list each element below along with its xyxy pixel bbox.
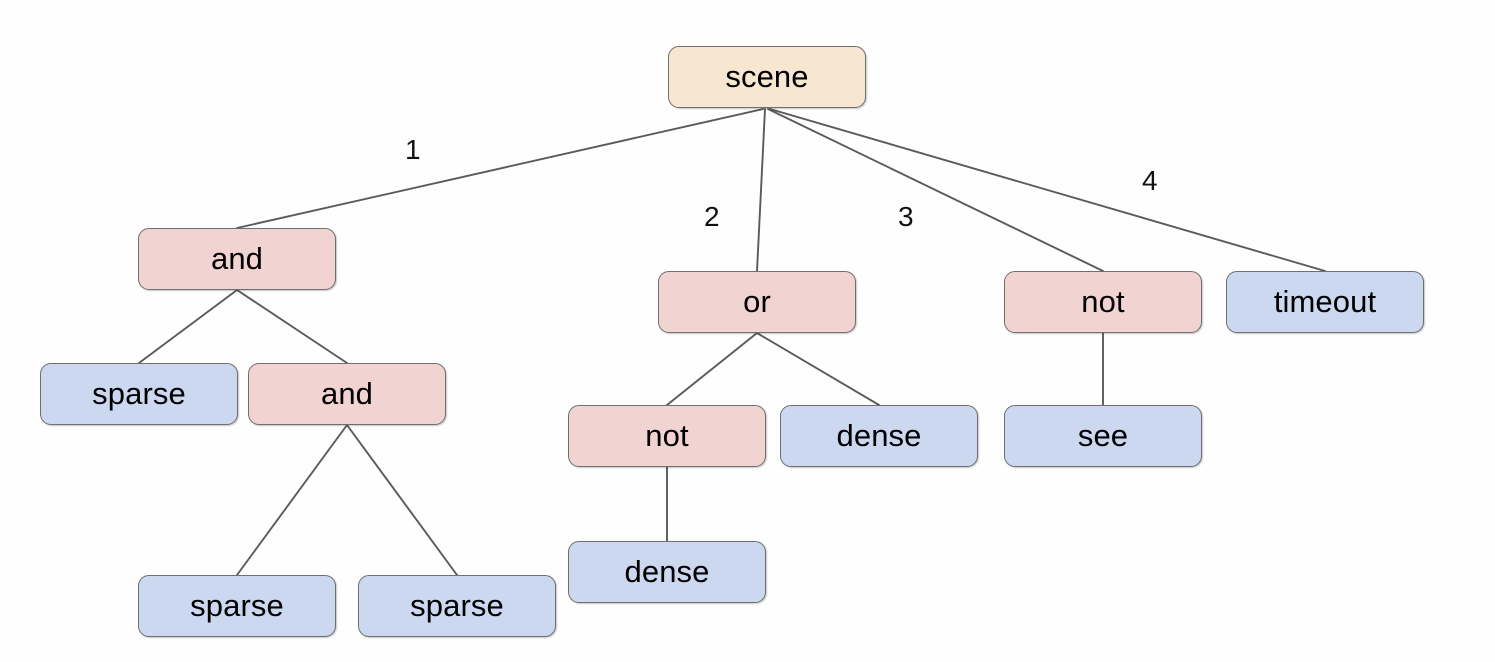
tree-node-label: not	[645, 417, 689, 453]
tree-node-sparse1[interactable]: sparse	[40, 363, 238, 425]
tree-node-label: dense	[836, 417, 922, 453]
tree-node-and2[interactable]: and	[248, 363, 446, 425]
tree-node-label: dense	[624, 553, 710, 589]
tree-node-label: and	[210, 240, 264, 276]
tree-node-not2[interactable]: not	[1004, 271, 1202, 333]
tree-node-label: and	[320, 375, 374, 411]
tree-edge	[236, 424, 348, 576]
tree-node-label: see	[1077, 417, 1129, 453]
tree-node-not1[interactable]: not	[568, 405, 766, 467]
tree-edge	[236, 289, 348, 364]
tree-edge	[767, 108, 1104, 272]
tree-edge	[236, 108, 764, 229]
tree-node-see1[interactable]: see	[1004, 405, 1202, 467]
edge-order-label: 1	[405, 134, 421, 165]
tree-node-and1[interactable]: and	[138, 228, 336, 290]
tree-edge	[346, 424, 458, 576]
tree-node-sparse3[interactable]: sparse	[358, 575, 556, 637]
tree-node-label: scene	[725, 58, 809, 94]
tree-edge	[756, 108, 766, 272]
tree-node-timeout1[interactable]: timeout	[1226, 271, 1424, 333]
tree-node-dense2[interactable]: dense	[568, 541, 766, 603]
tree-node-label: timeout	[1273, 283, 1377, 319]
tree-node-scene[interactable]: scene	[668, 46, 866, 108]
tree-edge	[666, 332, 758, 406]
tree-edge	[138, 289, 238, 364]
tree-node-label: sparse	[190, 587, 284, 623]
edge-order-label: 3	[898, 201, 914, 232]
tree-node-label: not	[1081, 283, 1125, 319]
tree-node-or1[interactable]: or	[658, 271, 856, 333]
tree-node-dense1[interactable]: dense	[780, 405, 978, 467]
edge-order-label: 4	[1142, 165, 1158, 196]
edge-order-label: 2	[704, 201, 720, 232]
tree-node-label: sparse	[410, 587, 504, 623]
tree-node-label: or	[743, 283, 771, 319]
tree-edge	[769, 108, 1326, 272]
tree-node-label: sparse	[92, 375, 186, 411]
tree-edge	[756, 332, 880, 406]
tree-node-sparse2[interactable]: sparse	[138, 575, 336, 637]
